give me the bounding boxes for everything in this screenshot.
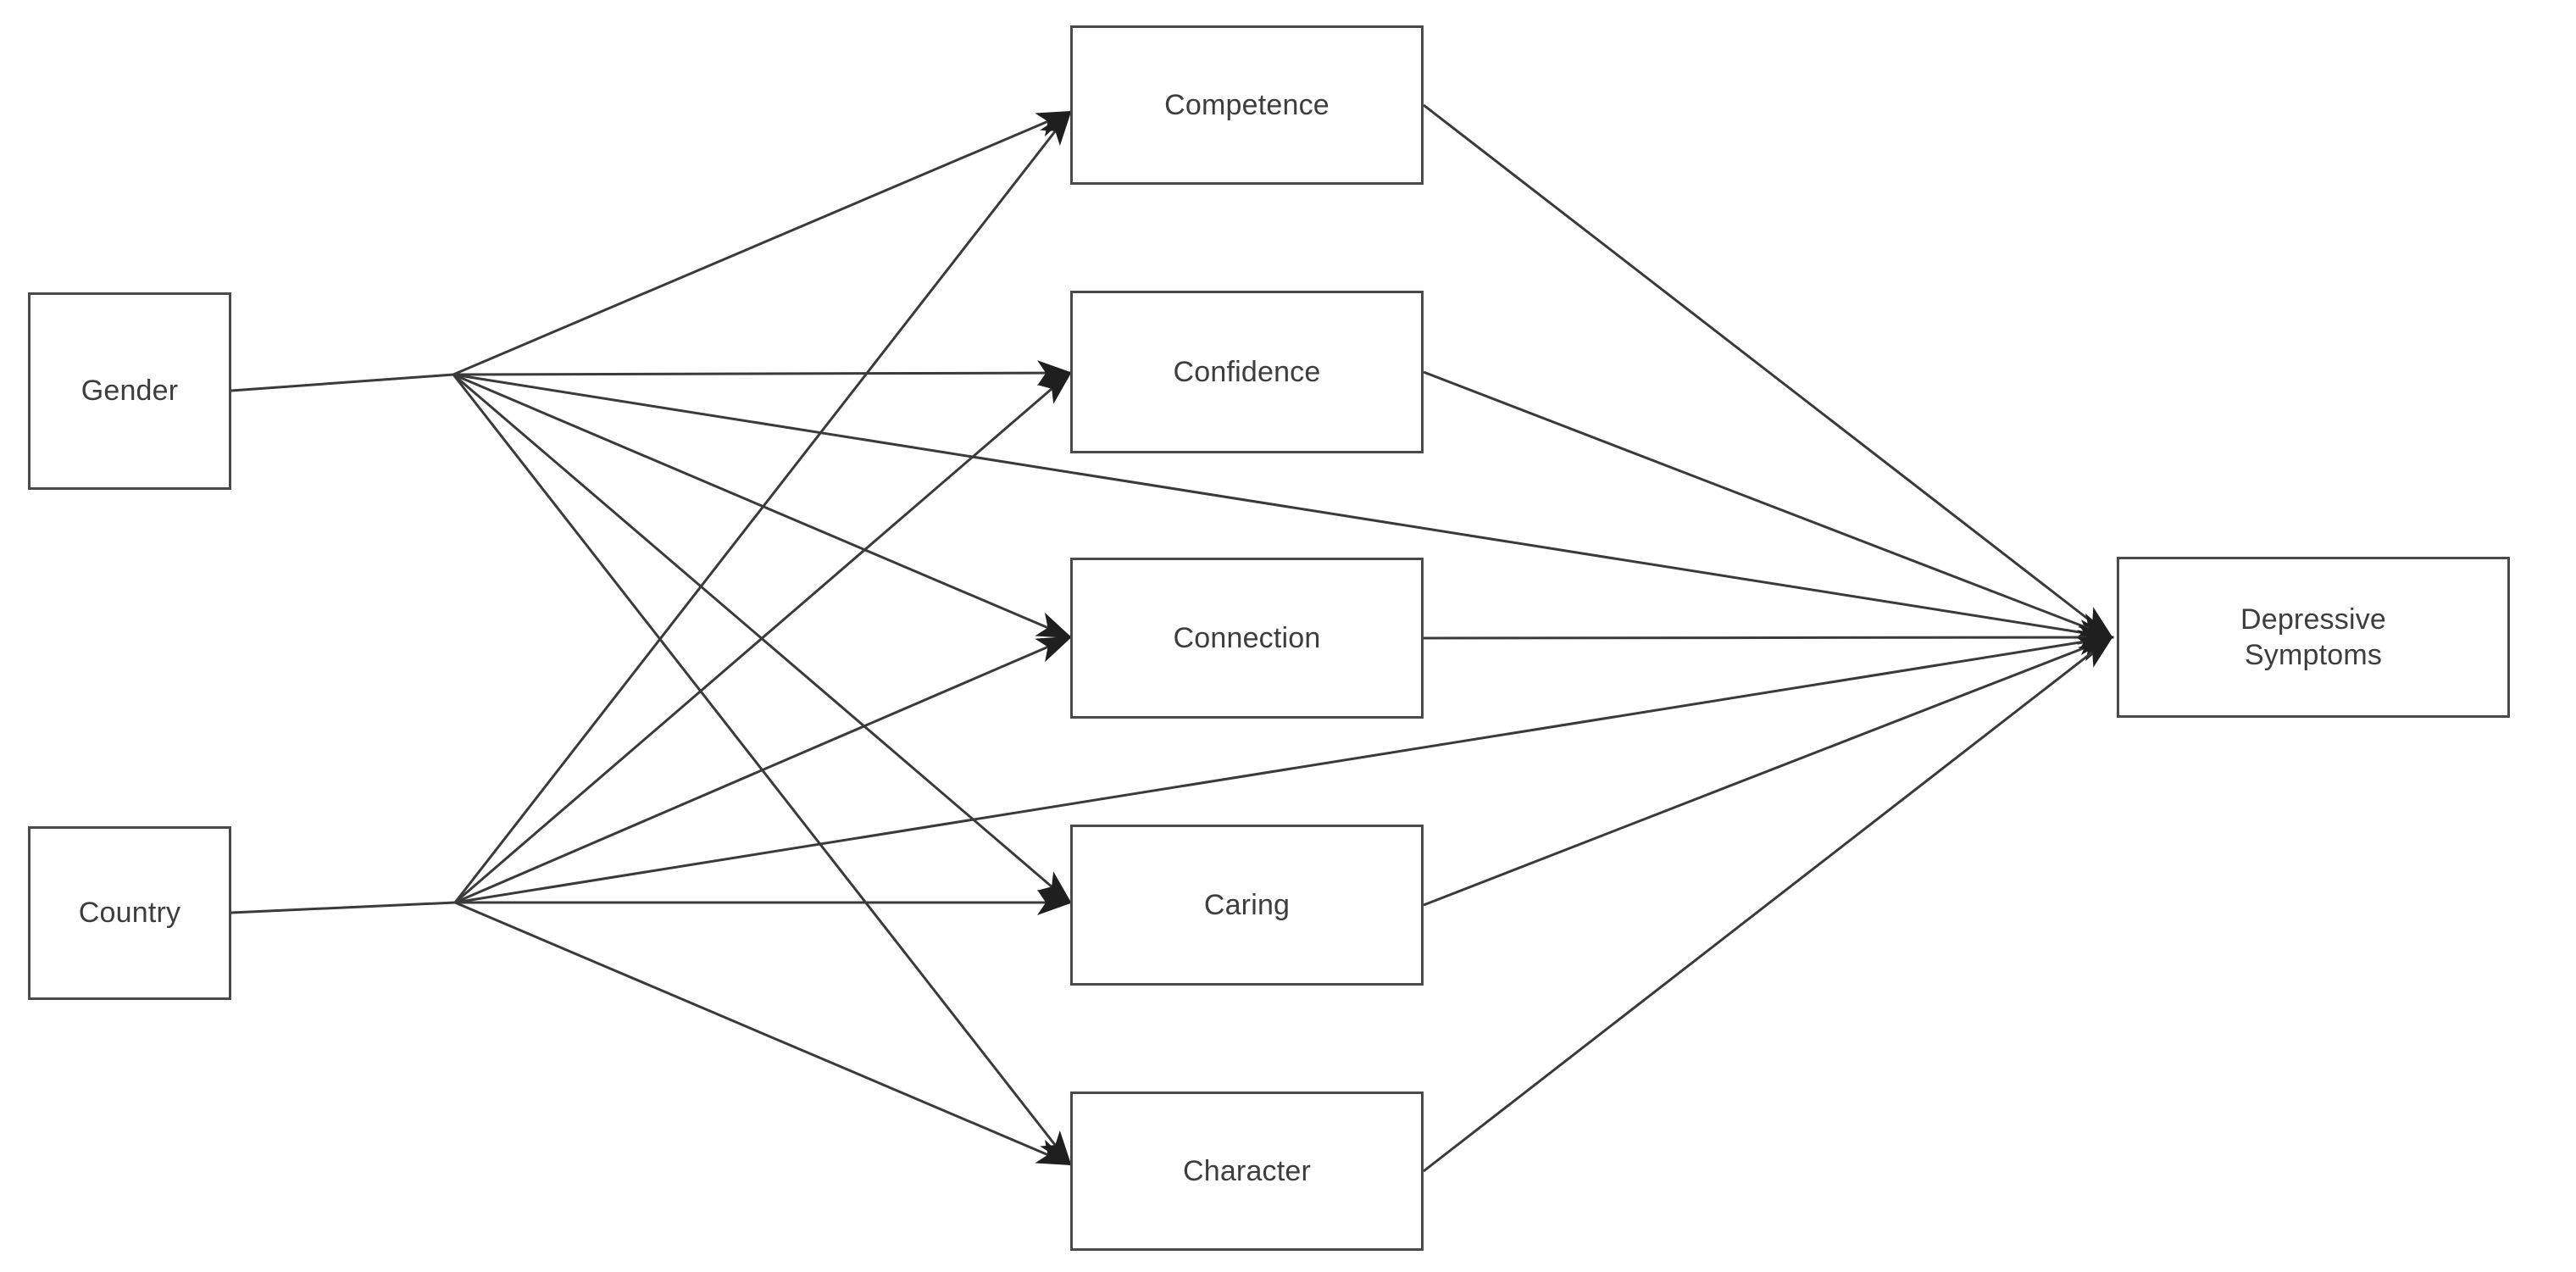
node-label-competence: Competence xyxy=(1164,88,1330,121)
node-label-depressive-symptoms: Depressive Symptoms xyxy=(2240,603,2387,672)
edge-gender-to-competence xyxy=(452,110,1073,376)
node-gender[interactable]: Gender xyxy=(28,292,231,490)
node-label-country: Country xyxy=(78,897,181,930)
edges-group xyxy=(230,103,2114,1173)
node-label-gender: Gender xyxy=(80,375,179,408)
node-character[interactable]: Character xyxy=(1070,1091,1424,1251)
edge-confidence-to-outcome xyxy=(1423,370,2114,639)
edge-country-to-confidence xyxy=(454,371,1073,904)
node-caring[interactable]: Caring xyxy=(1070,825,1424,986)
node-country[interactable]: Country xyxy=(28,826,231,1000)
edge-gender-to-outcome xyxy=(452,373,2114,645)
node-depressive-symptoms[interactable]: Depressive Symptoms xyxy=(2117,557,2510,718)
edge-gender-to-confidence xyxy=(452,360,1073,386)
edge-character-to-outcome xyxy=(1423,636,2114,1173)
edge-country-to-competence xyxy=(453,109,1072,903)
node-label-confidence: Confidence xyxy=(1173,355,1321,388)
node-label-character: Character xyxy=(1182,1154,1312,1187)
node-label-caring: Caring xyxy=(1203,888,1291,921)
edge-country-to-connection xyxy=(454,636,1073,904)
edge-connection-to-outcome xyxy=(1423,625,2114,651)
edge-stub-gender xyxy=(230,373,454,392)
node-label-connection: Connection xyxy=(1173,621,1321,654)
node-competence[interactable]: Competence xyxy=(1070,25,1424,185)
node-connection[interactable]: Connection xyxy=(1070,558,1424,719)
edge-stub-country xyxy=(230,901,456,914)
node-confidence[interactable]: Confidence xyxy=(1070,291,1424,453)
edge-country-to-character xyxy=(454,901,1073,1166)
edge-competence-to-outcome xyxy=(1423,103,2114,639)
edge-gender-to-connection xyxy=(452,373,1073,639)
edge-caring-to-outcome xyxy=(1423,636,2114,907)
edge-country-to-outcome xyxy=(454,630,2114,904)
